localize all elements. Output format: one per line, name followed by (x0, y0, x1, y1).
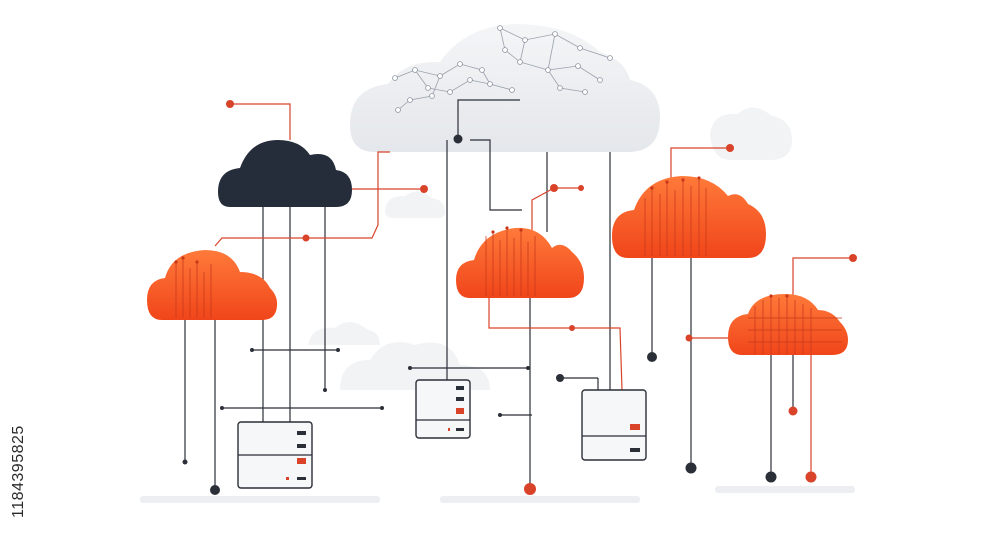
dark-cloud-icon (218, 140, 352, 207)
server-icon (415, 379, 471, 439)
network-graph-pattern (392, 25, 613, 113)
connection-node-icon (182, 100, 857, 495)
red-connection-lines (214, 103, 853, 476)
orange-cloud-icon (456, 227, 584, 298)
cloud-circuit-stripes (175, 178, 842, 354)
ground-shadows (140, 486, 855, 503)
orange-cloud-icon (728, 294, 848, 355)
stock-image-id-text: 1184395825 (10, 425, 27, 518)
orange-cloud-icon (612, 176, 766, 258)
server-icon (237, 421, 313, 489)
stock-image-id: 1184395825 (6, 318, 38, 518)
cloud-top-dots (174, 176, 789, 298)
faint-background-clouds (308, 107, 792, 390)
server-icon (581, 389, 647, 461)
orange-cloud-icon (147, 250, 278, 320)
